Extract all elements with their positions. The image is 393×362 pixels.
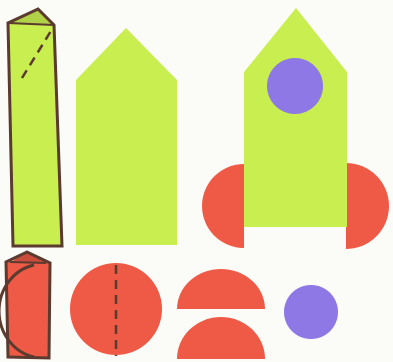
upper-semicircle — [177, 269, 265, 309]
pointed-green-body — [76, 28, 177, 245]
red-circle-with-fold — [70, 263, 162, 356]
rocket-left-fin — [202, 164, 244, 248]
rocket-body — [244, 8, 347, 227]
purple-circle — [284, 285, 338, 339]
folded-green-strip — [8, 9, 62, 246]
folded-red-square — [0, 252, 50, 358]
red-square-fold-line — [10, 262, 46, 263]
finished-rocket — [202, 8, 389, 249]
rocket-window — [267, 58, 323, 114]
lower-semicircle — [177, 317, 265, 359]
rocket-right-fin — [346, 163, 389, 249]
two-red-semicircles — [177, 269, 265, 359]
